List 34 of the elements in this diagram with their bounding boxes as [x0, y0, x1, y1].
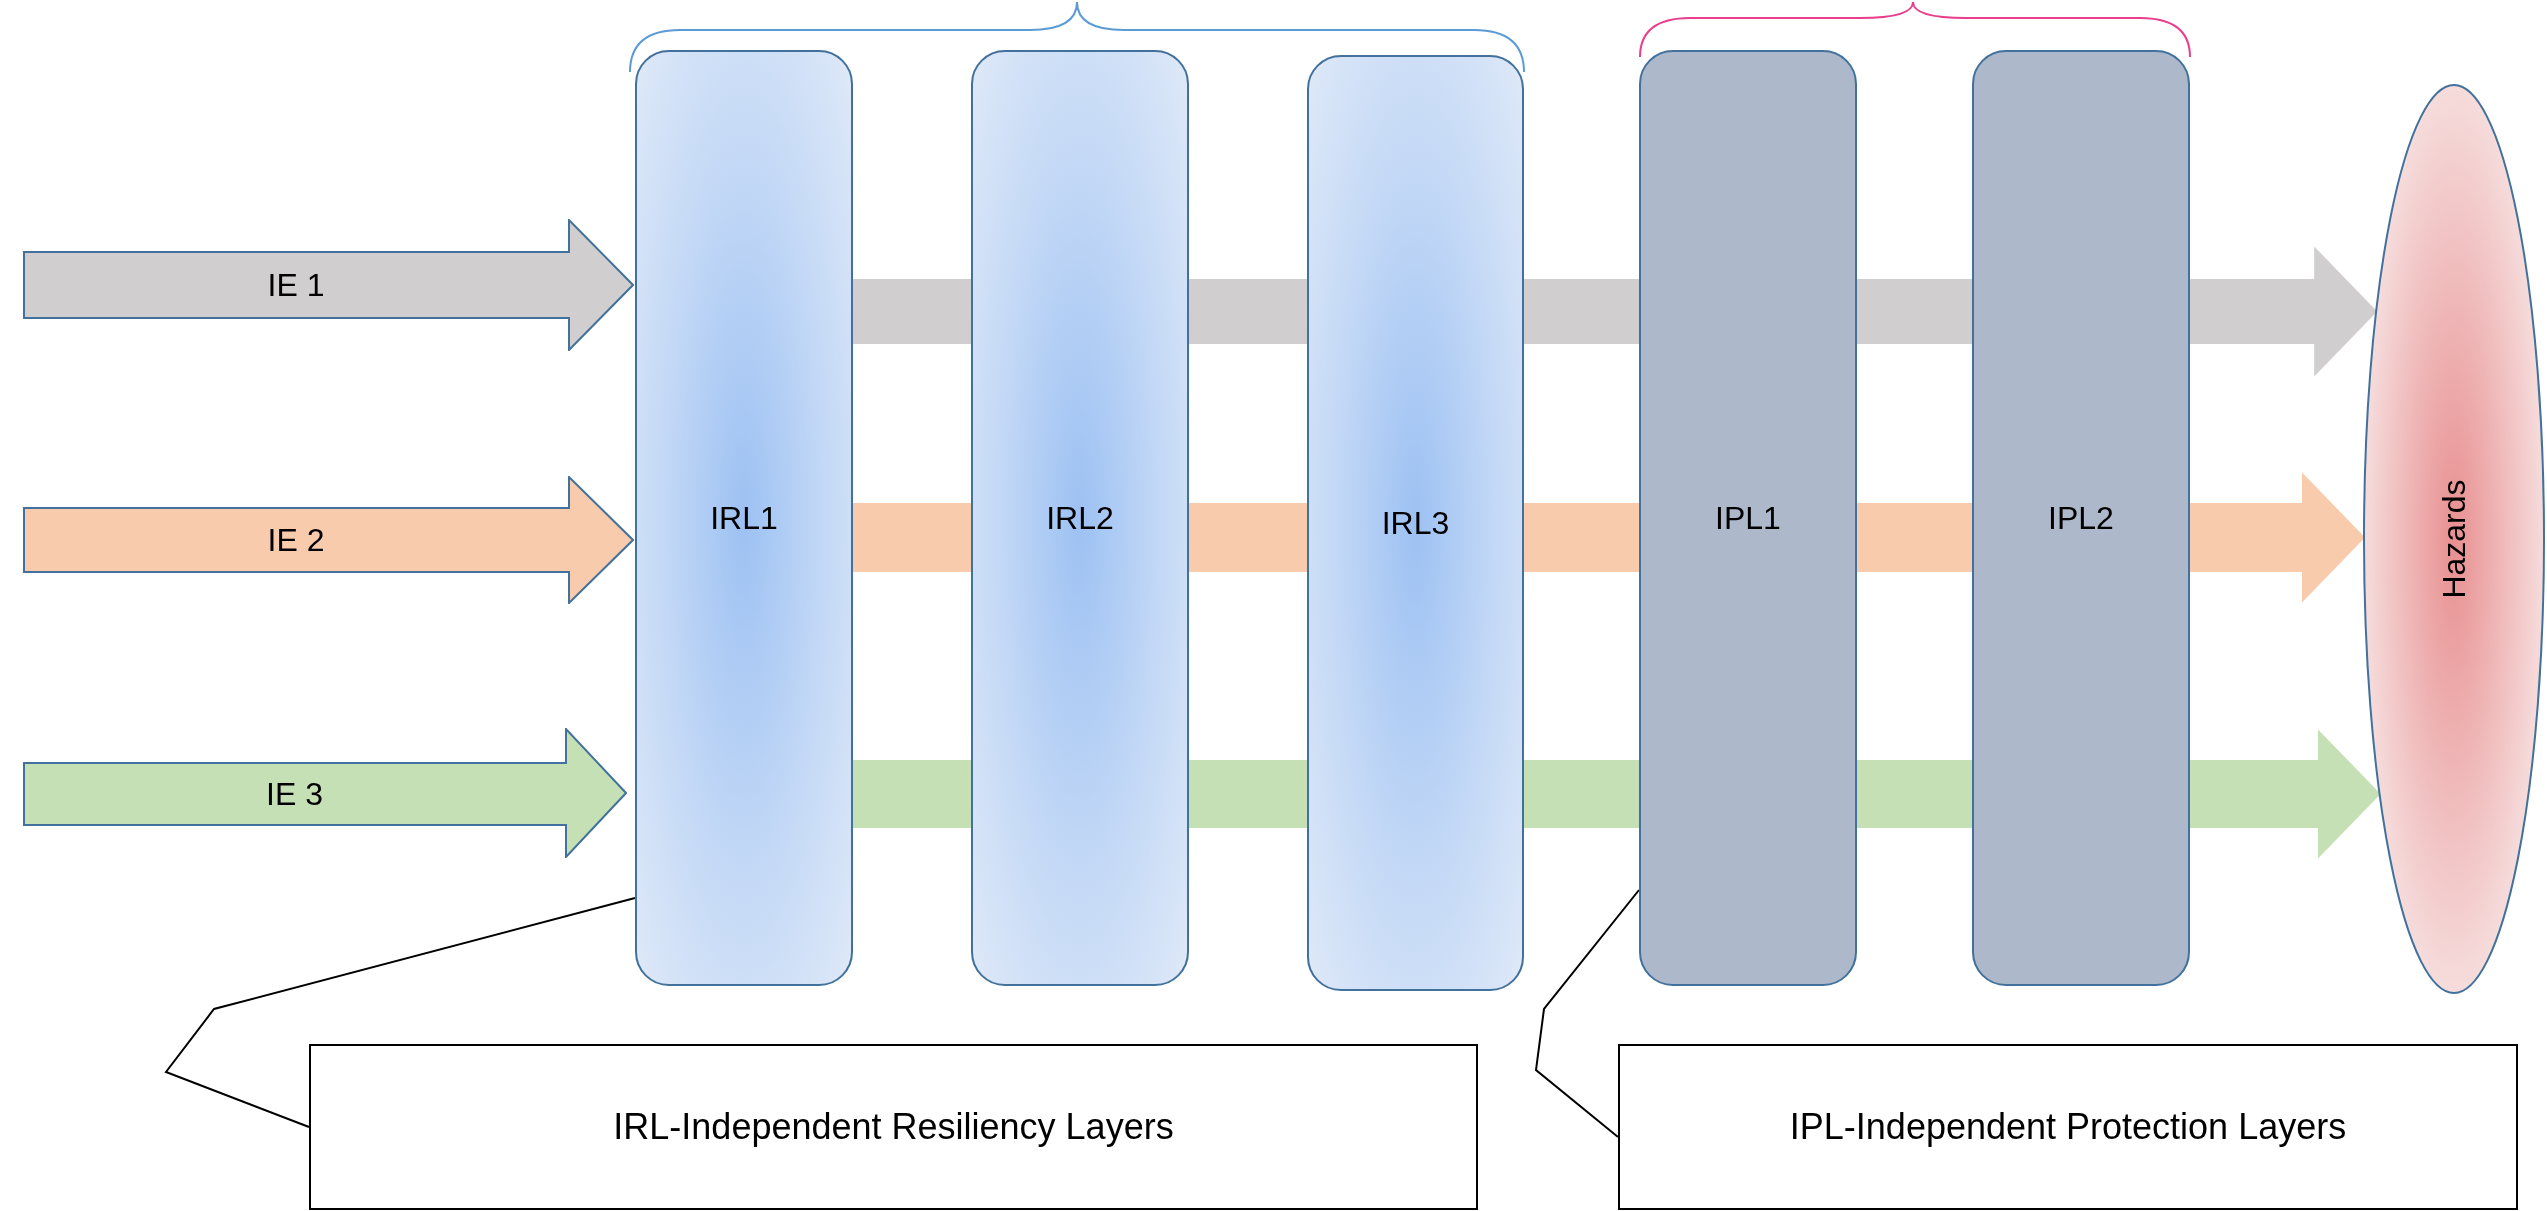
- node-label: IPL-Independent Protection Layers: [1789, 1105, 2347, 1149]
- layer-box: [1972, 50, 2190, 986]
- node-label: IPL2: [2048, 499, 2114, 538]
- flow-band: [1524, 503, 1639, 572]
- flow-band: [853, 279, 971, 344]
- flow-band: [853, 760, 971, 828]
- layer-box: [971, 50, 1189, 986]
- layer-box: [1639, 50, 1857, 986]
- flow-band: [1189, 760, 1307, 828]
- flow-band: [1857, 279, 1972, 344]
- flow-band: [1857, 503, 1972, 572]
- flow-band: [1189, 503, 1307, 572]
- node-label: Hazards: [2436, 479, 2472, 599]
- node-label: IE 2: [267, 521, 325, 560]
- node-label: IRL-Independent Resiliency Layers: [613, 1105, 1174, 1149]
- callout-box: [309, 1044, 1478, 1210]
- node-label: IRL3: [1381, 504, 1450, 543]
- layer-box: [1307, 55, 1524, 991]
- flow-band: [1189, 279, 1307, 344]
- leader-line: [164, 897, 636, 1128]
- flow-band: [1857, 760, 1972, 828]
- node-label: IRL2: [1046, 499, 1114, 538]
- leader-line: [1534, 889, 1640, 1138]
- node-label: IPL1: [1715, 499, 1781, 538]
- flow-band: [853, 503, 971, 572]
- flow-band: [1524, 279, 1639, 344]
- flow-arrow: [2190, 472, 2365, 603]
- flow-band: [1524, 760, 1639, 828]
- callout-box: [1618, 1044, 2518, 1210]
- node-label: IE 3: [266, 775, 323, 814]
- flow-arrow: [2190, 729, 2381, 859]
- node-label: IRL1: [710, 499, 778, 538]
- layer-box: [635, 50, 853, 986]
- node-label: IE 1: [267, 266, 325, 305]
